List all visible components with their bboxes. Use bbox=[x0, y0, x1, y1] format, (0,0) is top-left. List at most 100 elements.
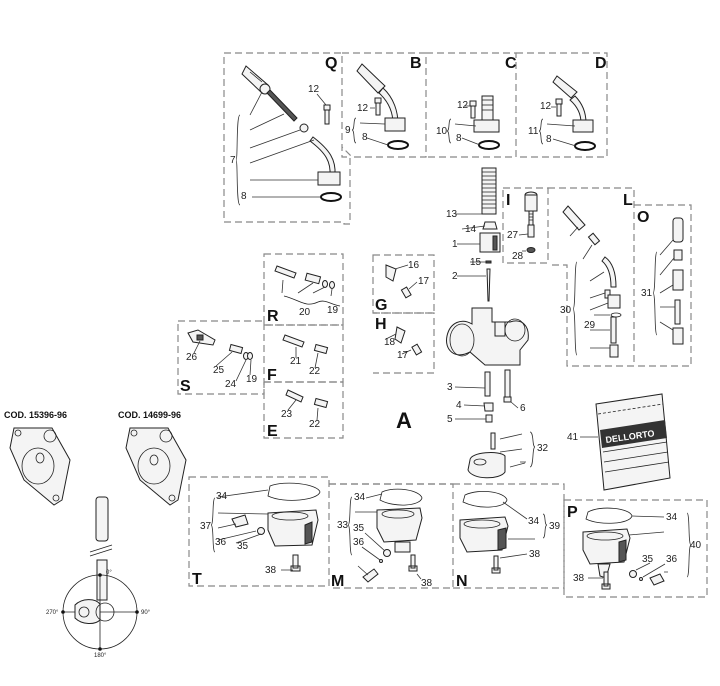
callout-21: 21 bbox=[290, 356, 302, 367]
b-o-ring bbox=[387, 140, 409, 150]
throttle-valve bbox=[479, 232, 501, 253]
callout-12-q: 12 bbox=[308, 84, 320, 95]
group-label-r: R bbox=[267, 308, 279, 325]
s-o-ring bbox=[247, 352, 253, 360]
n-gasket bbox=[462, 490, 508, 508]
callout-14: 14 bbox=[465, 224, 477, 235]
callout-40: 40 bbox=[690, 540, 702, 551]
callout-33: 33 bbox=[337, 520, 349, 531]
needle-clip bbox=[485, 260, 492, 264]
callout-34-p: 34 bbox=[666, 512, 678, 523]
callout-38-m: 38 bbox=[421, 578, 433, 589]
callout-22-f: 22 bbox=[309, 366, 321, 377]
s-spring bbox=[228, 343, 244, 355]
callout-38-t: 38 bbox=[265, 565, 277, 576]
jet-needle bbox=[486, 268, 491, 302]
callout-11: 11 bbox=[528, 126, 539, 137]
group-label-n: N bbox=[456, 573, 468, 590]
p-gasket bbox=[585, 507, 633, 524]
group-label-d: D bbox=[595, 55, 607, 72]
callout-29: 29 bbox=[584, 320, 596, 331]
group-box-b bbox=[341, 52, 427, 158]
t-washer bbox=[257, 527, 265, 535]
c-brace bbox=[446, 118, 452, 144]
group-label-i: I bbox=[506, 192, 510, 209]
f-spring bbox=[313, 343, 329, 355]
h-spring bbox=[411, 343, 423, 356]
callout-37: 37 bbox=[200, 521, 212, 532]
callout-35-m: 35 bbox=[353, 523, 365, 534]
t-drain-screw bbox=[231, 514, 249, 528]
group-label-p: P bbox=[567, 504, 578, 521]
group-box-q bbox=[223, 52, 351, 225]
group-label-f: F bbox=[267, 367, 277, 384]
idle-jet bbox=[503, 369, 512, 403]
e-screw bbox=[285, 389, 304, 403]
degree-90: 90° bbox=[141, 610, 151, 616]
d-brace bbox=[538, 118, 544, 145]
h-screw bbox=[394, 326, 406, 344]
e-spring bbox=[313, 397, 329, 409]
float bbox=[467, 452, 506, 479]
callout-28: 28 bbox=[512, 251, 524, 262]
p-float-bowl bbox=[582, 528, 631, 579]
r-cable bbox=[283, 295, 341, 307]
m-o-ring bbox=[379, 559, 383, 563]
g-screw bbox=[385, 264, 397, 282]
group-box-i bbox=[502, 187, 549, 264]
p-washer bbox=[629, 570, 637, 578]
f-screw bbox=[282, 334, 305, 348]
group-label-c: C bbox=[505, 55, 517, 72]
carburettor-body bbox=[446, 307, 529, 366]
orientation-dial bbox=[61, 496, 139, 651]
callout-41: 41 bbox=[567, 432, 579, 443]
q-o-ring bbox=[320, 192, 342, 202]
callout-20: 20 bbox=[299, 307, 311, 318]
group-box-f bbox=[264, 324, 344, 383]
callout-26: 26 bbox=[186, 352, 198, 363]
degree-270: 270° bbox=[46, 610, 59, 616]
callout-35-p: 35 bbox=[642, 554, 654, 565]
group-box-o bbox=[634, 204, 692, 367]
callout-30: 30 bbox=[560, 305, 572, 316]
q-brace bbox=[235, 114, 241, 206]
q-tube bbox=[266, 89, 298, 122]
group-box-l bbox=[548, 187, 635, 367]
callout-39: 39 bbox=[549, 521, 561, 532]
callout-27: 27 bbox=[507, 230, 519, 241]
n-bowl-screw bbox=[491, 555, 501, 574]
i-starter-valve bbox=[524, 191, 538, 238]
callout-25: 25 bbox=[213, 365, 225, 376]
n-float-bowl bbox=[459, 516, 509, 553]
group-label-m: M bbox=[331, 573, 344, 590]
cover-plate-15396 bbox=[9, 427, 71, 506]
cover-plate-14699 bbox=[125, 427, 187, 506]
callout-36-m: 36 bbox=[353, 537, 365, 548]
r-washer bbox=[322, 280, 328, 288]
d-o-ring bbox=[574, 141, 596, 151]
r-spring bbox=[304, 272, 322, 285]
group-box-h bbox=[373, 312, 435, 374]
b-screw bbox=[374, 97, 382, 116]
callout-38-n: 38 bbox=[529, 549, 541, 560]
callout-6: 6 bbox=[520, 403, 526, 414]
group-label-q: Q bbox=[325, 55, 337, 72]
callout-34-n: 34 bbox=[528, 516, 540, 527]
l-brace bbox=[572, 261, 578, 356]
group-box-n bbox=[453, 483, 565, 589]
callout-7-q: 7 bbox=[230, 155, 236, 166]
callout-19-s: 19 bbox=[246, 374, 258, 385]
needle-clip-retainer bbox=[482, 221, 498, 230]
callout-23: 23 bbox=[281, 409, 293, 420]
r-o-ring bbox=[329, 281, 335, 289]
callout-12-d: 12 bbox=[540, 101, 552, 112]
c-screw bbox=[469, 100, 477, 119]
c-fitting bbox=[473, 95, 500, 133]
group-box-d bbox=[516, 52, 608, 158]
callout-2: 2 bbox=[452, 271, 458, 282]
d-lever bbox=[552, 75, 594, 133]
group-box-c bbox=[426, 52, 517, 158]
m-washer bbox=[383, 549, 391, 557]
callout-15: 15 bbox=[470, 257, 482, 268]
t-brace bbox=[210, 497, 216, 553]
